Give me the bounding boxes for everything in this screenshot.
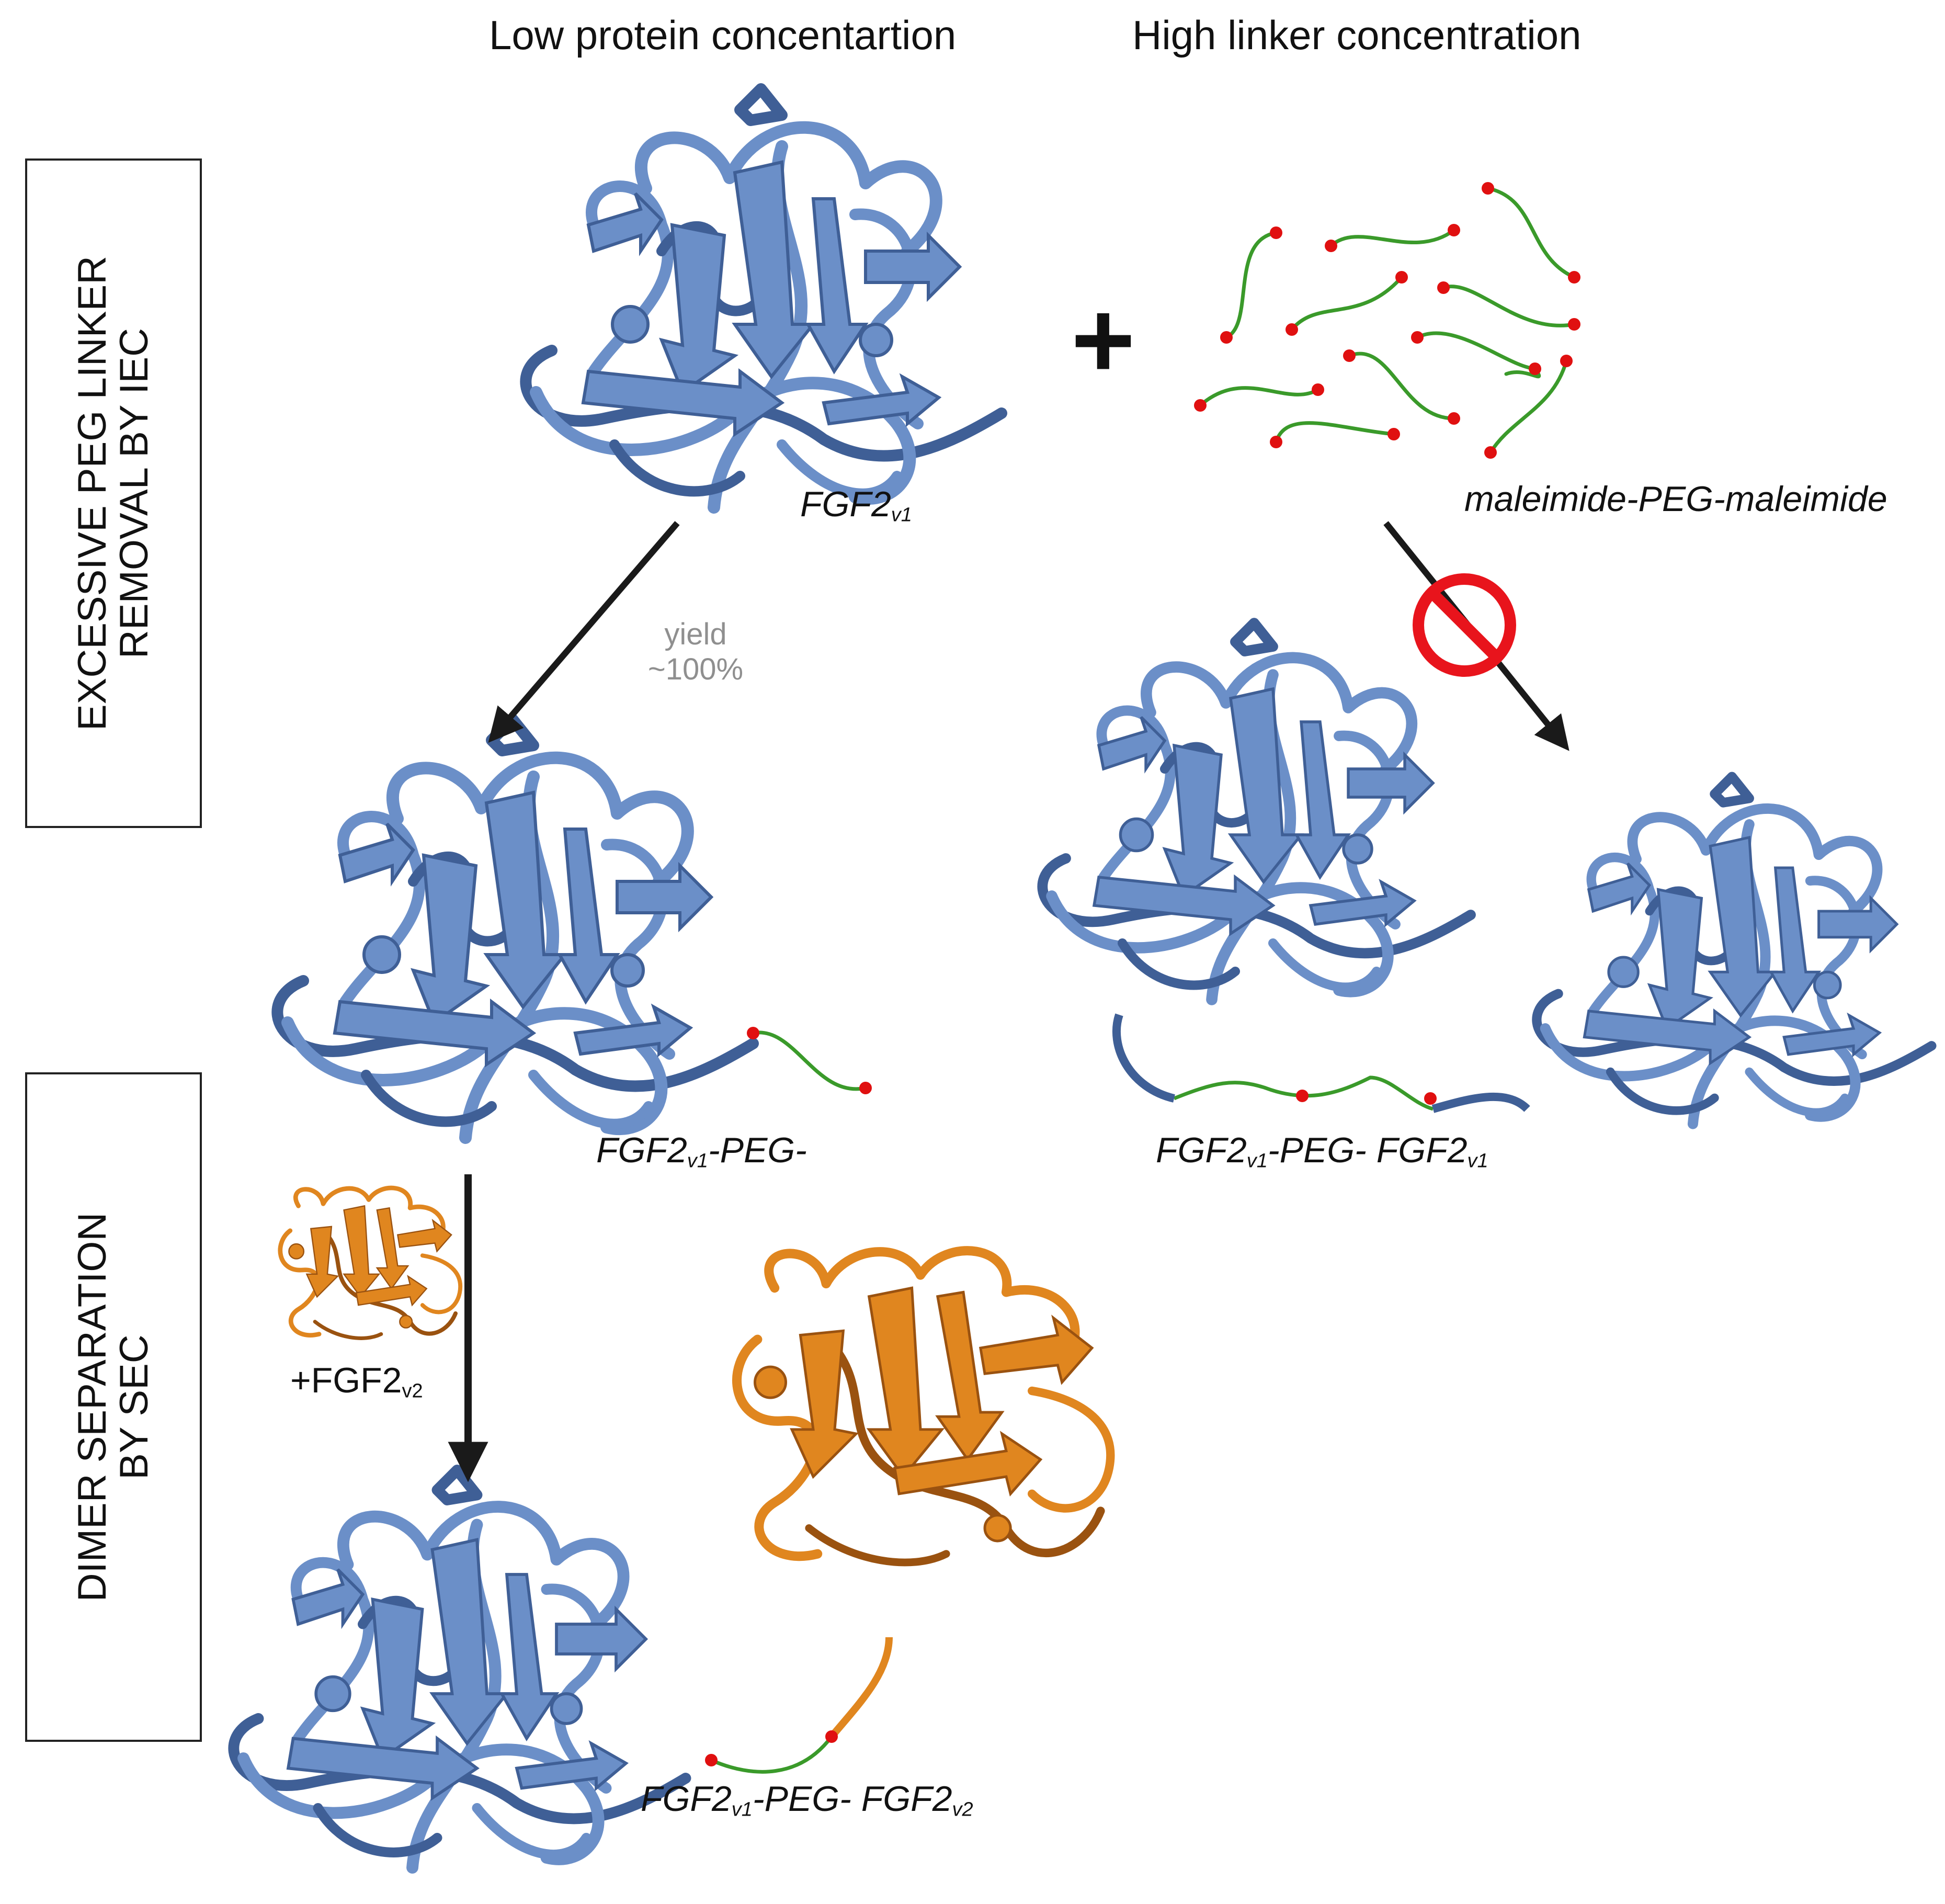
yield-value: ~100% bbox=[647, 652, 744, 686]
header-high-linker: High linker concentration bbox=[1132, 12, 1582, 58]
side-box-iec: EXCESSIVE PEG LINKER REMOVAL BY IEC bbox=[25, 158, 202, 828]
peg-linker-cloud bbox=[1198, 186, 1576, 455]
maleimide-dots bbox=[1194, 182, 1580, 459]
label-fgf2-v1: FGF2v1 bbox=[800, 484, 912, 526]
protein-fgf2-v2-small bbox=[280, 1188, 460, 1338]
yield-annotation: yield ~100% bbox=[617, 617, 774, 687]
prohibited-icon bbox=[1413, 573, 1516, 677]
plus-sign: + bbox=[1071, 278, 1135, 401]
protein-fgf2-v1-peg bbox=[277, 719, 753, 1138]
protein-heterodimer-v2 bbox=[737, 1251, 1110, 1562]
label-heterodimer: FGF2v1-PEG- FGF2v2 bbox=[641, 1779, 973, 1821]
peg-homodimer-bridge bbox=[1112, 1013, 1530, 1113]
peg-mono-attached bbox=[747, 1027, 872, 1094]
protein-fgf2-v1-top bbox=[526, 89, 1002, 507]
protein-homodimer-right bbox=[1537, 777, 1931, 1124]
peg-heterodimer-bridge bbox=[705, 1637, 893, 1774]
yield-label: yield bbox=[664, 617, 727, 651]
label-monoconjugate: FGF2v1-PEG- bbox=[596, 1130, 807, 1172]
header-low-protein: Low protein concentartion bbox=[489, 12, 957, 58]
protein-heterodimer-v1 bbox=[234, 1470, 686, 1868]
label-linker: maleimide-PEG-maleimide bbox=[1464, 479, 1887, 519]
protein-homodimer-left bbox=[1042, 623, 1471, 1000]
label-add-fgf2-v2: +FGF2v2 bbox=[290, 1361, 423, 1402]
arrow-to-monoconjugate bbox=[488, 521, 680, 743]
label-homodimer: FGF2v1-PEG- FGF2v1 bbox=[1156, 1130, 1488, 1172]
side-box-sec: DIMER SEPARATION BY SEC bbox=[25, 1072, 202, 1742]
